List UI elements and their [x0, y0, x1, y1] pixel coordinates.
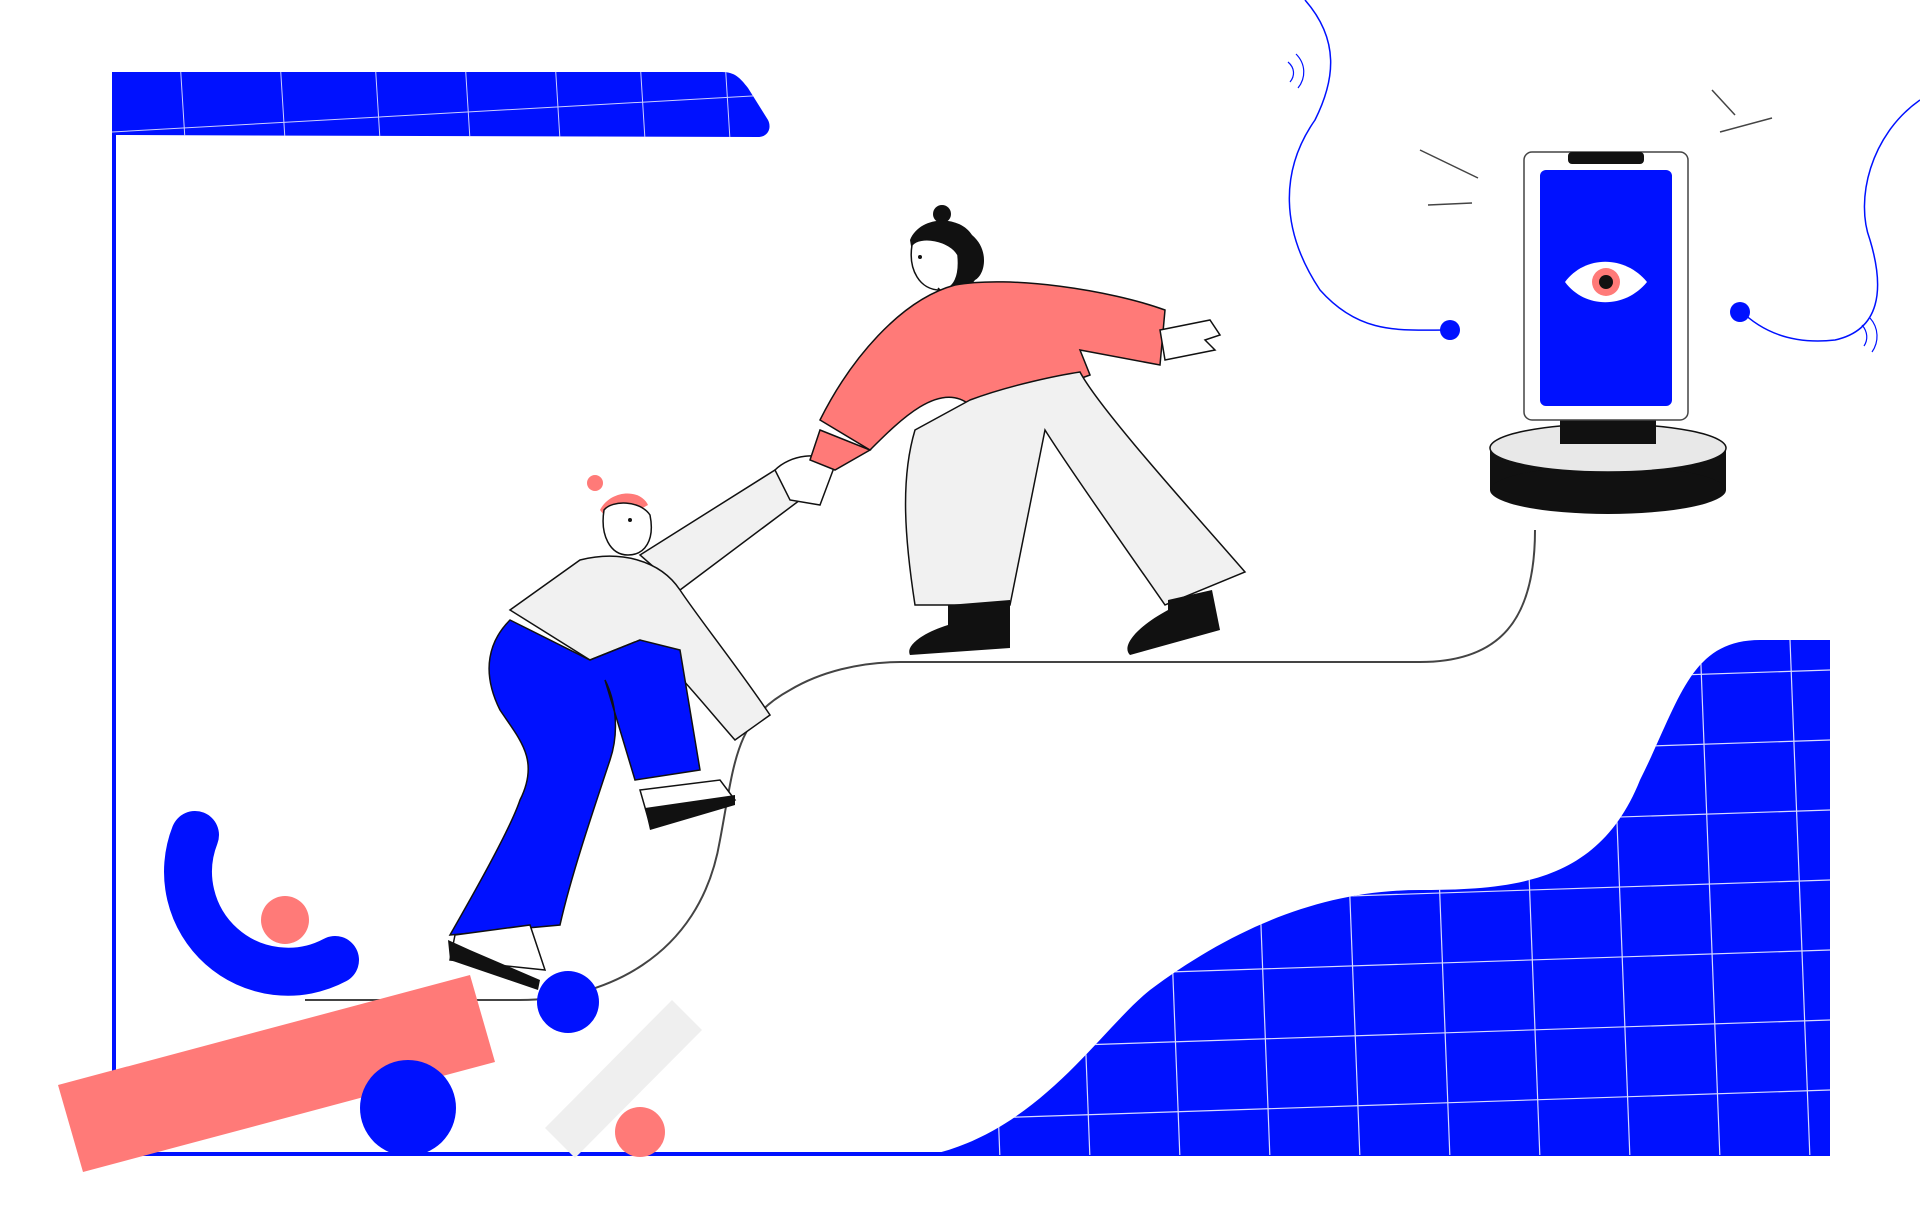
person-man [448, 429, 872, 990]
wire-node-left [1440, 320, 1460, 340]
terrain-line [305, 529, 1536, 1001]
man-trousers [448, 619, 701, 936]
signal-lines [1419, 89, 1773, 206]
blue-ball-large [360, 1060, 456, 1156]
blue-arc-shape [164, 811, 359, 996]
eye-icon [1565, 261, 1647, 303]
woman-trousers [904, 371, 1247, 606]
man-face [602, 502, 652, 556]
sound-waves [1287, 53, 1878, 353]
woman-face [910, 239, 960, 291]
blue-ball-small [537, 971, 599, 1033]
coral-dot [261, 896, 309, 944]
phone-notch [1568, 152, 1644, 164]
wire-node-right [1730, 302, 1750, 322]
wires [1288, 0, 1920, 342]
coral-bar [58, 975, 495, 1172]
person-woman [819, 205, 1247, 655]
grey-bar [545, 1000, 702, 1158]
blue-wave [930, 640, 1830, 1155]
top-banner [112, 72, 770, 137]
smartphone-eye-icon [1489, 151, 1727, 514]
coral-ball-small [615, 1107, 665, 1157]
